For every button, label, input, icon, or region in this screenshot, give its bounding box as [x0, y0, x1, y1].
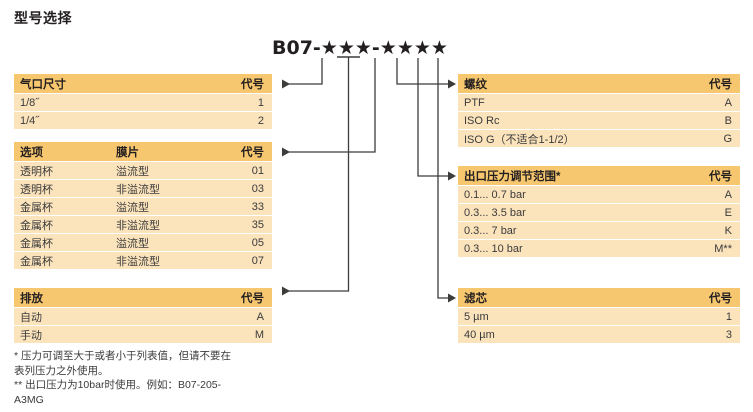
- table-filter-element: 滤芯 代号 5 µm 1 40 µm 3: [458, 288, 740, 344]
- model-code-string: B07-★★★-★★★★: [272, 37, 448, 59]
- cell-code: A: [724, 96, 732, 109]
- cell-name: ISO G（不适合1-1/2）: [464, 133, 575, 146]
- cell-code: 2: [257, 114, 264, 127]
- table-row: 透明杯 非溢流型 03: [14, 180, 272, 197]
- table-row: 1/8˝ 1: [14, 94, 272, 111]
- table-row: 40 µm 3: [458, 326, 740, 343]
- column-header-code: 代号: [241, 292, 264, 305]
- table-row: 0.1... 0.7 bar A: [458, 186, 740, 203]
- column-header-code: 代号: [241, 78, 264, 91]
- cell-option: 透明杯: [20, 165, 53, 178]
- cell-name: ISO Rc: [464, 114, 500, 127]
- cell-code: 07: [251, 254, 264, 267]
- table-row: ISO Rc B: [458, 112, 740, 129]
- table-row: 金属杯 非溢流型 07: [14, 252, 272, 269]
- column-header-name: 滤芯: [464, 292, 487, 305]
- table-header-row: 选项 膜片 代号: [14, 142, 272, 161]
- column-header-name: 排放: [20, 292, 43, 305]
- cell-code: B: [724, 114, 732, 127]
- cell-code: A: [724, 188, 732, 201]
- cell-name: 0.1... 0.7 bar: [464, 188, 526, 201]
- cell-name: 40 µm: [464, 328, 495, 341]
- cell-name: 5 µm: [464, 310, 489, 323]
- footnote-line-4: A3MG: [14, 393, 44, 406]
- column-header-code: 代号: [709, 292, 732, 305]
- table-drain: 排放 代号 自动 A 手动 M: [14, 288, 272, 344]
- table-header-row: 滤芯 代号: [458, 288, 740, 307]
- table-row: 0.3... 3.5 bar E: [458, 204, 740, 221]
- cell-code: 3: [725, 328, 732, 341]
- table-row: 手动 M: [14, 326, 272, 343]
- cell-code: M**: [714, 242, 732, 255]
- table-outlet-pressure-range: 出口压力调节范围* 代号 0.1... 0.7 bar A 0.3... 3.5…: [458, 166, 740, 258]
- table-row: 金属杯 溢流型 33: [14, 198, 272, 215]
- cell-code: E: [724, 206, 732, 219]
- column-header-code: 代号: [241, 146, 264, 159]
- cell-code: 1: [725, 310, 732, 323]
- cell-diaphragm: 溢流型: [116, 165, 149, 178]
- cell-option: 金属杯: [20, 255, 53, 268]
- footnote-line-1: * 压力可调至大于或者小于列表值，但请不要在: [14, 350, 232, 362]
- column-header-code: 代号: [709, 78, 732, 91]
- column-header-diaphragm: 膜片: [116, 146, 139, 159]
- table-row: 金属杯 非溢流型 35: [14, 216, 272, 233]
- table-thread: 螺纹 代号 PTF A ISO Rc B ISO G（不适合1-1/2） G: [458, 74, 740, 148]
- cell-name: 1/4˝: [20, 114, 39, 127]
- cell-code: 33: [251, 200, 264, 213]
- cell-code: M: [254, 328, 264, 341]
- cell-diaphragm: 溢流型: [116, 237, 149, 250]
- cell-code: 01: [251, 164, 264, 177]
- cell-name: 0.3... 10 bar: [464, 242, 523, 255]
- column-header-code: 代号: [709, 170, 732, 183]
- column-header-name: 螺纹: [464, 78, 487, 91]
- cell-name: 自动: [20, 311, 42, 324]
- cell-code: 1: [257, 96, 264, 109]
- cell-code: G: [723, 132, 732, 145]
- cell-name: 1/8˝: [20, 96, 39, 109]
- table-row: PTF A: [458, 94, 740, 111]
- table-row: 1/4˝ 2: [14, 112, 272, 129]
- footnotes: * 压力可调至大于或者小于列表值，但请不要在 表列压力之外使用。 ** 出口压力…: [14, 349, 286, 407]
- table-row: 自动 A: [14, 308, 272, 325]
- cell-code: 35: [251, 218, 264, 231]
- cell-option: 金属杯: [20, 237, 53, 250]
- table-row: 0.3... 7 bar K: [458, 222, 740, 239]
- table-header-row: 螺纹 代号: [458, 74, 740, 93]
- cell-option: 金属杯: [20, 201, 53, 214]
- column-header-name: 气口尺寸: [20, 78, 66, 91]
- cell-code: 05: [251, 236, 264, 249]
- cell-name: 手动: [20, 329, 42, 342]
- cell-code: 03: [251, 182, 264, 195]
- table-row: 金属杯 溢流型 05: [14, 234, 272, 251]
- table-row: 5 µm 1: [458, 308, 740, 325]
- cell-diaphragm: 非溢流型: [116, 219, 160, 232]
- cell-diaphragm: 溢流型: [116, 201, 149, 214]
- column-header-option: 选项: [20, 146, 43, 159]
- table-row: ISO G（不适合1-1/2） G: [458, 130, 740, 147]
- table-header-row: 出口压力调节范围* 代号: [458, 166, 740, 185]
- cell-code: K: [724, 224, 732, 237]
- cell-option: 透明杯: [20, 183, 53, 196]
- table-option: 选项 膜片 代号 透明杯 溢流型 01 透明杯 非溢流型 03 金属杯 溢流型 …: [14, 142, 272, 270]
- table-header-row: 气口尺寸 代号: [14, 74, 272, 93]
- table-port-size: 气口尺寸 代号 1/8˝ 1 1/4˝ 2: [14, 74, 272, 130]
- page-title: 型号选择: [14, 10, 72, 26]
- cell-name: PTF: [464, 96, 485, 109]
- table-row: 透明杯 溢流型 01: [14, 162, 272, 179]
- cell-code: A: [256, 310, 264, 323]
- cell-option: 金属杯: [20, 219, 53, 232]
- footnote-line-3: ** 出口压力为10bar时使用。例如：B07-205-: [14, 379, 222, 391]
- cell-diaphragm: 非溢流型: [116, 183, 160, 196]
- table-header-row: 排放 代号: [14, 288, 272, 307]
- footnote-line-2: 表列压力之外使用。: [14, 364, 109, 377]
- table-row: 0.3... 10 bar M**: [458, 240, 740, 257]
- cell-diaphragm: 非溢流型: [116, 255, 160, 268]
- cell-name: 0.3... 7 bar: [464, 224, 517, 237]
- cell-name: 0.3... 3.5 bar: [464, 206, 526, 219]
- column-header-name: 出口压力调节范围*: [464, 170, 561, 183]
